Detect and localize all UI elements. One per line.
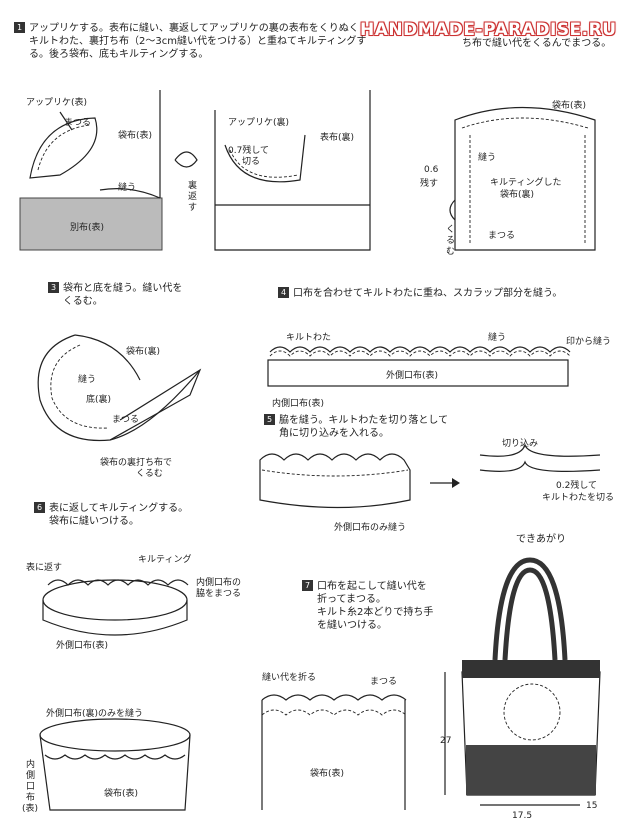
label-matsuru-2: まつる <box>488 231 516 241</box>
label-omote-ni: 表に返す <box>26 563 63 573</box>
step-1-text: 1 アップリケする。表布に縫い、裏返してアップリケの裏の表布をくりぬく キルトわた… <box>14 22 366 61</box>
label-applique-omote: アップリケ(表) <box>26 98 88 108</box>
step-5-number: 5 <box>264 414 275 425</box>
step-1-line-1: アップリケする。表布に縫い、裏返してアップリケの裏の表布をくりぬく <box>29 23 359 34</box>
label-applique-ura: アップリケ(裏) <box>228 118 290 128</box>
step-5-line-2: 角に切り込みを入れる。 <box>279 428 389 439</box>
step-5-line-1: 脇を縫う。キルトわたを切り落として <box>279 415 449 426</box>
dimension-height: 27 <box>440 736 452 746</box>
label-matsuru-3: まつる <box>112 415 140 425</box>
label-nokoshi-07a: 0.7残して <box>228 146 270 156</box>
turn-arrow-icon <box>174 151 198 168</box>
diagram-turned-over <box>174 90 371 251</box>
label-kurumu-c: む <box>446 247 456 257</box>
label-sotogawa-nomi: 外側口布のみ縫う <box>334 523 407 533</box>
step-4-line-1: 口布を合わせてキルトわたに重ね、スカラップ部分を縫う。 <box>293 288 563 299</box>
step-7-text: 7 口布を起こして縫い代を 折ってまつる。 キルト糸2本どりで持ち手 を縫いつける… <box>302 580 433 632</box>
step-6-number: 6 <box>34 502 45 513</box>
step-5-text: 5 脇を縫う。キルトわたを切り落として 角に切り込みを入れる。 <box>264 414 448 440</box>
step-1-line-3: る。後ろ袋布、底もキルティングする。 <box>29 49 209 60</box>
label-kurumu-b: る <box>446 236 456 246</box>
step-6-text: 6 表に返してキルティングする。 袋布に縫いつける。 <box>34 502 188 528</box>
step-7-line-2: 折ってまつる。 <box>317 594 386 605</box>
step-7-number: 7 <box>302 580 313 591</box>
label-nuu-4: 縫う <box>488 333 507 343</box>
step-2-tail-text: ち布で縫い代をくるんでまつる。 <box>462 38 612 49</box>
label-uragaesu-c: す <box>188 203 198 213</box>
label-urauchi-b: くるむ <box>136 469 163 479</box>
label-matsuru-7: まつる <box>370 677 398 687</box>
label-fukuro-omote-1: 袋布(表) <box>118 131 153 141</box>
label-uchigawa-omote: 内側口布(表) <box>272 399 325 409</box>
diagram-ring-top <box>42 579 189 636</box>
label-omote-ura: 表布(裏) <box>320 133 355 143</box>
label-uchi-d: 布 <box>26 793 36 803</box>
step-3-line-1: 袋布と底を縫う。縫い代を <box>63 283 183 294</box>
label-urauchi-a: 袋布の裏打ち布で <box>100 458 173 468</box>
label-nuu-3: 縫う <box>78 375 97 385</box>
finished-bag-drawing <box>444 557 601 806</box>
label-uchi-c: 口 <box>26 782 36 792</box>
diagram-quilted-body <box>449 106 596 251</box>
step-4-text: 4 口布を合わせてキルトわたに重ね、スカラップ部分を縫う。 <box>278 287 562 300</box>
label-matsuru-1: まつる <box>64 118 92 128</box>
label-fukuro-omote-7: 袋布(表) <box>310 769 345 779</box>
step-3-line-2: くるむ。 <box>63 296 103 307</box>
label-dekiagari: できあがり <box>516 534 566 545</box>
label-uchi-a: 内 <box>26 760 36 770</box>
step-3-number: 3 <box>48 282 59 293</box>
step-7-line-1: 口布を起こして縫い代を <box>317 581 427 592</box>
label-nokoshi-02a: 0.2残して <box>556 481 598 491</box>
label-sotogawa-omote: 外側口布(表) <box>386 371 439 381</box>
label-nokoshi-06a: 0.6 <box>424 165 439 175</box>
label-nuu-2: 縫う <box>478 153 497 163</box>
label-kirikomi: 切り込み <box>502 439 539 449</box>
label-uchigawa-waki-a: 内側口布の <box>196 578 242 588</box>
step-6-line-1: 表に返してキルティングする。 <box>49 503 189 514</box>
label-quilted-b: 袋布(裏) <box>500 190 535 200</box>
label-sotogawa-omote-6: 外側口布(表) <box>56 641 109 651</box>
label-fukuro-omote-2: 袋布(表) <box>552 101 587 111</box>
diagram-scallop-strip <box>267 346 571 387</box>
label-nokoshi-06b: 残す <box>420 179 439 189</box>
label-fukuro-omote-6: 袋布(表) <box>104 789 139 799</box>
site-watermark: HANDMADE-PARADISE.RU <box>360 20 617 40</box>
label-quilting: キルティング <box>138 555 192 565</box>
label-nuishiro: 縫い代を折る <box>262 673 317 683</box>
label-nokoshi-02b: キルトわたを切る <box>542 493 615 503</box>
label-uchigawa-waki-b: 脇をまつる <box>196 589 242 599</box>
separate-fabric-shape <box>19 197 163 251</box>
label-quilted-a: キルティングした <box>490 178 562 188</box>
label-soko-ura: 底(裏) <box>86 395 112 405</box>
label-uchi-b: 側 <box>26 771 36 781</box>
label-uchi-e: (表) <box>22 804 39 814</box>
step-3-text: 3 袋布と底を縫う。縫い代を くるむ。 <box>48 282 182 308</box>
label-kurumu-a: く <box>446 225 456 235</box>
diagram-bottom <box>37 334 202 442</box>
step-7-line-3: キルト糸2本どりで持ち手 <box>317 607 434 618</box>
dimension-width: 17.5 <box>512 811 533 821</box>
label-uragaesu-b: 返 <box>188 192 198 202</box>
diagram-applique <box>19 90 163 251</box>
diagram-side-seam <box>259 443 601 509</box>
label-nokoshi-07b: 切る <box>242 157 261 167</box>
label-shirushi: 印から縫う <box>566 337 612 347</box>
dimension-depth: 15 <box>586 801 598 811</box>
diagram-body-ring <box>39 718 191 811</box>
step-4-number: 4 <box>278 287 289 298</box>
step-7-line-4: を縫いつける。 <box>317 620 387 631</box>
diagram-folded <box>261 694 407 810</box>
step-1-line-2: キルトわた、裏打ち布（2～3cm縫い代をつける）と重ねてキルティングす <box>29 36 367 47</box>
step-6-line-2: 袋布に縫いつける。 <box>49 516 139 527</box>
label-uragaesu-a: 裏 <box>188 181 198 191</box>
step-1-number: 1 <box>14 22 25 33</box>
label-quilt-wata: キルトわた <box>286 333 332 343</box>
label-betsu-omote: 別布(表) <box>70 223 105 233</box>
label-sotogawa-ura-nomi: 外側口布(裏)のみを縫う <box>46 709 144 719</box>
label-fukuro-ura-3: 袋布(裏) <box>126 347 161 357</box>
label-nuu-1: 縫う <box>118 183 137 193</box>
